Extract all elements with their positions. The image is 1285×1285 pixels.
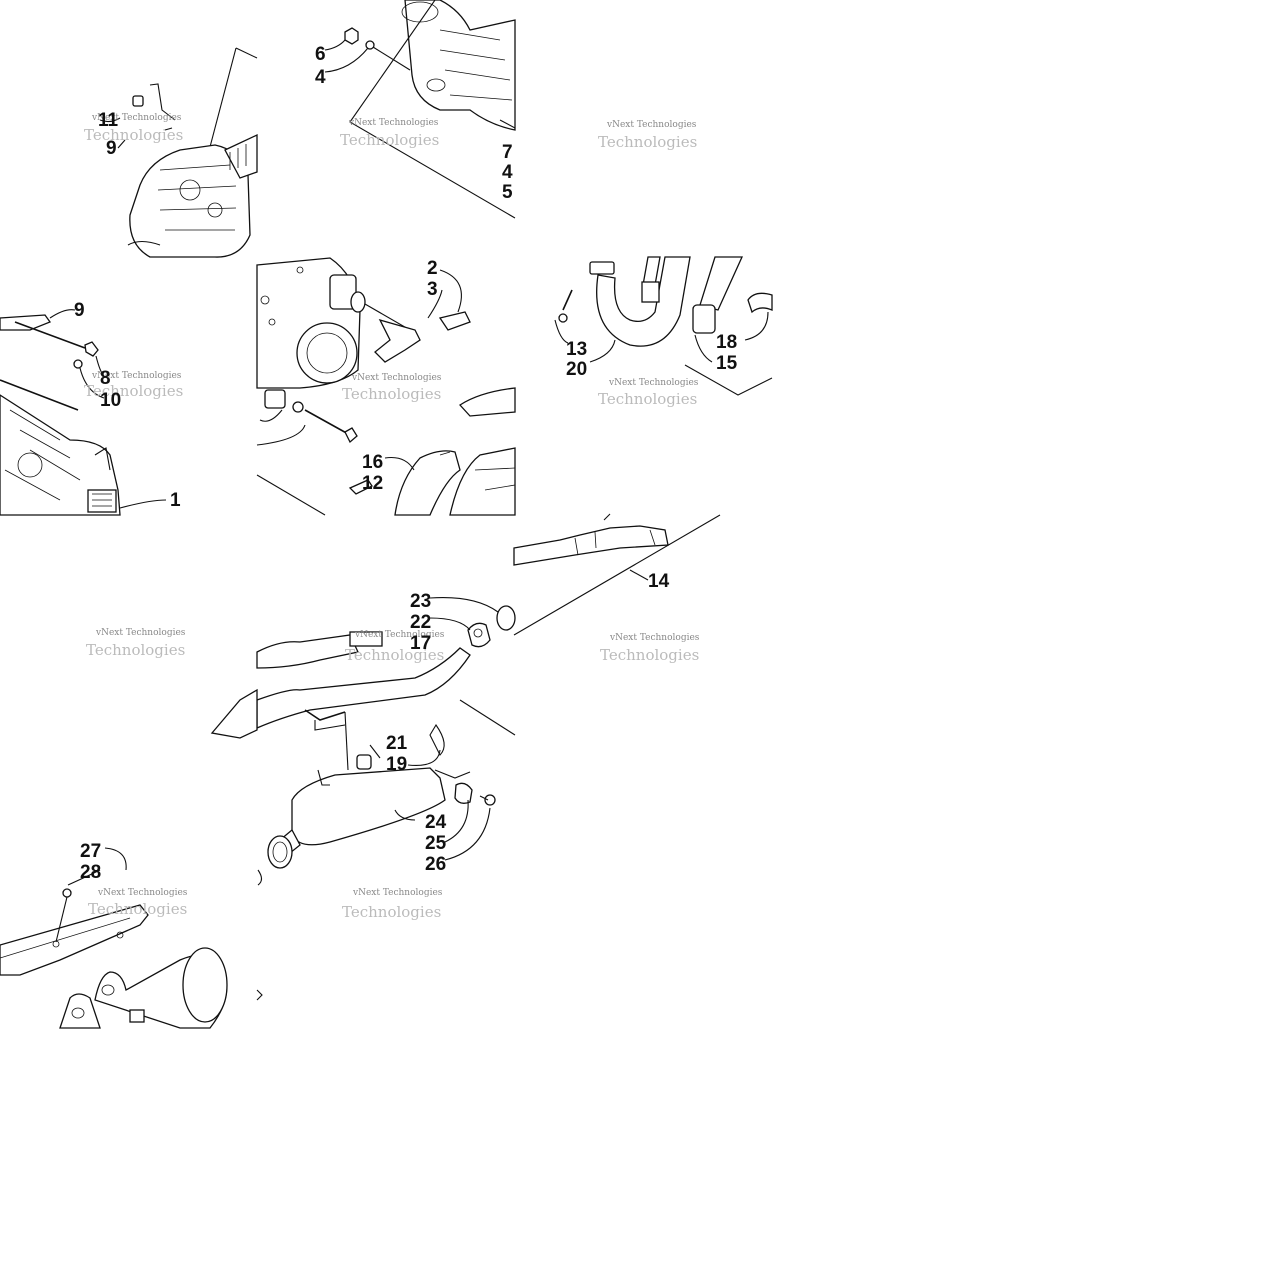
callout-24: 24 [425, 812, 447, 833]
tile-header-pipes [554, 256, 773, 396]
watermark-text: Technologies [342, 385, 441, 403]
callout-10: 10 [100, 390, 121, 411]
callout-20: 20 [566, 359, 587, 380]
callout-12: 12 [362, 473, 383, 494]
gasket-part [496, 605, 516, 631]
watermark-text: Technologies [88, 900, 187, 918]
heat-shield-part [459, 387, 516, 417]
starter-motor-part [0, 394, 121, 516]
tile-stator-cover [256, 257, 516, 516]
watermark: vNext Technologies Technologies vNext Te… [84, 113, 700, 921]
mid-pipe-part [256, 647, 471, 729]
bracket-part [0, 314, 52, 331]
watermark-text: vNext Technologies [354, 630, 445, 640]
callout-3: 3 [427, 279, 438, 300]
tile-header-flange [324, 0, 516, 219]
callout-11: 11 [98, 110, 119, 131]
callout-4b: 4 [502, 162, 513, 183]
grommet-part [454, 782, 473, 804]
watermark-text: vNext Technologies [91, 371, 182, 381]
watermark-text: vNext Technologies [95, 628, 186, 638]
watermark-text: vNext Technologies [351, 373, 442, 383]
callout-28: 28 [80, 862, 101, 883]
callout-17: 17 [410, 633, 431, 654]
watermark-text: Technologies [600, 646, 699, 664]
tile-spark-arrestor [0, 847, 263, 1029]
callouts: 11 9 6 4 7 4 5 9 8 10 1 2 3 16 12 13 20 … [74, 44, 738, 883]
callout-9b: 9 [74, 300, 85, 321]
callout-7: 7 [502, 142, 513, 163]
callout-6: 6 [315, 44, 326, 65]
watermark-text: vNext Technologies [609, 633, 700, 643]
watermark-text: Technologies [598, 390, 697, 408]
watermark-text: Technologies [340, 131, 439, 149]
callout-15: 15 [716, 353, 738, 374]
callout-13: 13 [566, 339, 587, 360]
callout-18: 18 [716, 332, 737, 353]
watermark-text: vNext Technologies [352, 888, 443, 898]
tile-engine-head [99, 47, 258, 258]
tile-heat-shield [496, 513, 721, 636]
heat-shield-part [513, 525, 669, 566]
callout-9: 9 [106, 138, 117, 159]
callout-19: 19 [386, 754, 407, 775]
watermark-text: vNext Technologies [606, 120, 697, 130]
callout-8: 8 [100, 368, 111, 389]
tile-mid-pipe-muffler [210, 597, 516, 886]
muffler-part [291, 767, 446, 846]
cylinder-head-part [129, 144, 251, 258]
callout-14: 14 [648, 571, 670, 592]
callout-21: 21 [386, 733, 408, 754]
callout-26: 26 [425, 854, 446, 875]
watermark-text: vNext Technologies [608, 378, 699, 388]
header-pipe-part [394, 450, 461, 516]
callout-25: 25 [425, 833, 447, 854]
watermark-text: vNext Technologies [97, 888, 188, 898]
clamp-part [87, 489, 117, 513]
callout-23: 23 [410, 591, 431, 612]
watermark-text: Technologies [598, 133, 697, 151]
watermark-text: Technologies [84, 126, 183, 144]
callout-27: 27 [80, 841, 101, 862]
callout-16: 16 [362, 452, 383, 473]
callout-22: 22 [410, 612, 431, 633]
callout-5: 5 [502, 182, 513, 203]
clamp-part [467, 622, 491, 648]
nut-part [344, 27, 359, 45]
watermark-text: vNext Technologies [91, 113, 182, 123]
callout-4: 4 [315, 67, 326, 88]
bracket-part [374, 318, 421, 363]
watermark-text: Technologies [86, 641, 185, 659]
header-bend-part [596, 256, 691, 347]
exhaust-flange-part [404, 0, 516, 131]
heat-shield-part [0, 904, 149, 976]
callout-1: 1 [170, 490, 181, 511]
washer-part [365, 40, 375, 50]
watermark-text: vNext Technologies [348, 118, 439, 128]
watermark-text: Technologies [345, 646, 444, 664]
tile-starter [0, 309, 167, 516]
watermark-text: Technologies [84, 382, 183, 400]
watermark-text: Technologies [342, 903, 441, 921]
nut-part [132, 95, 144, 107]
callout-2: 2 [427, 258, 438, 279]
grommet-part [356, 754, 372, 770]
